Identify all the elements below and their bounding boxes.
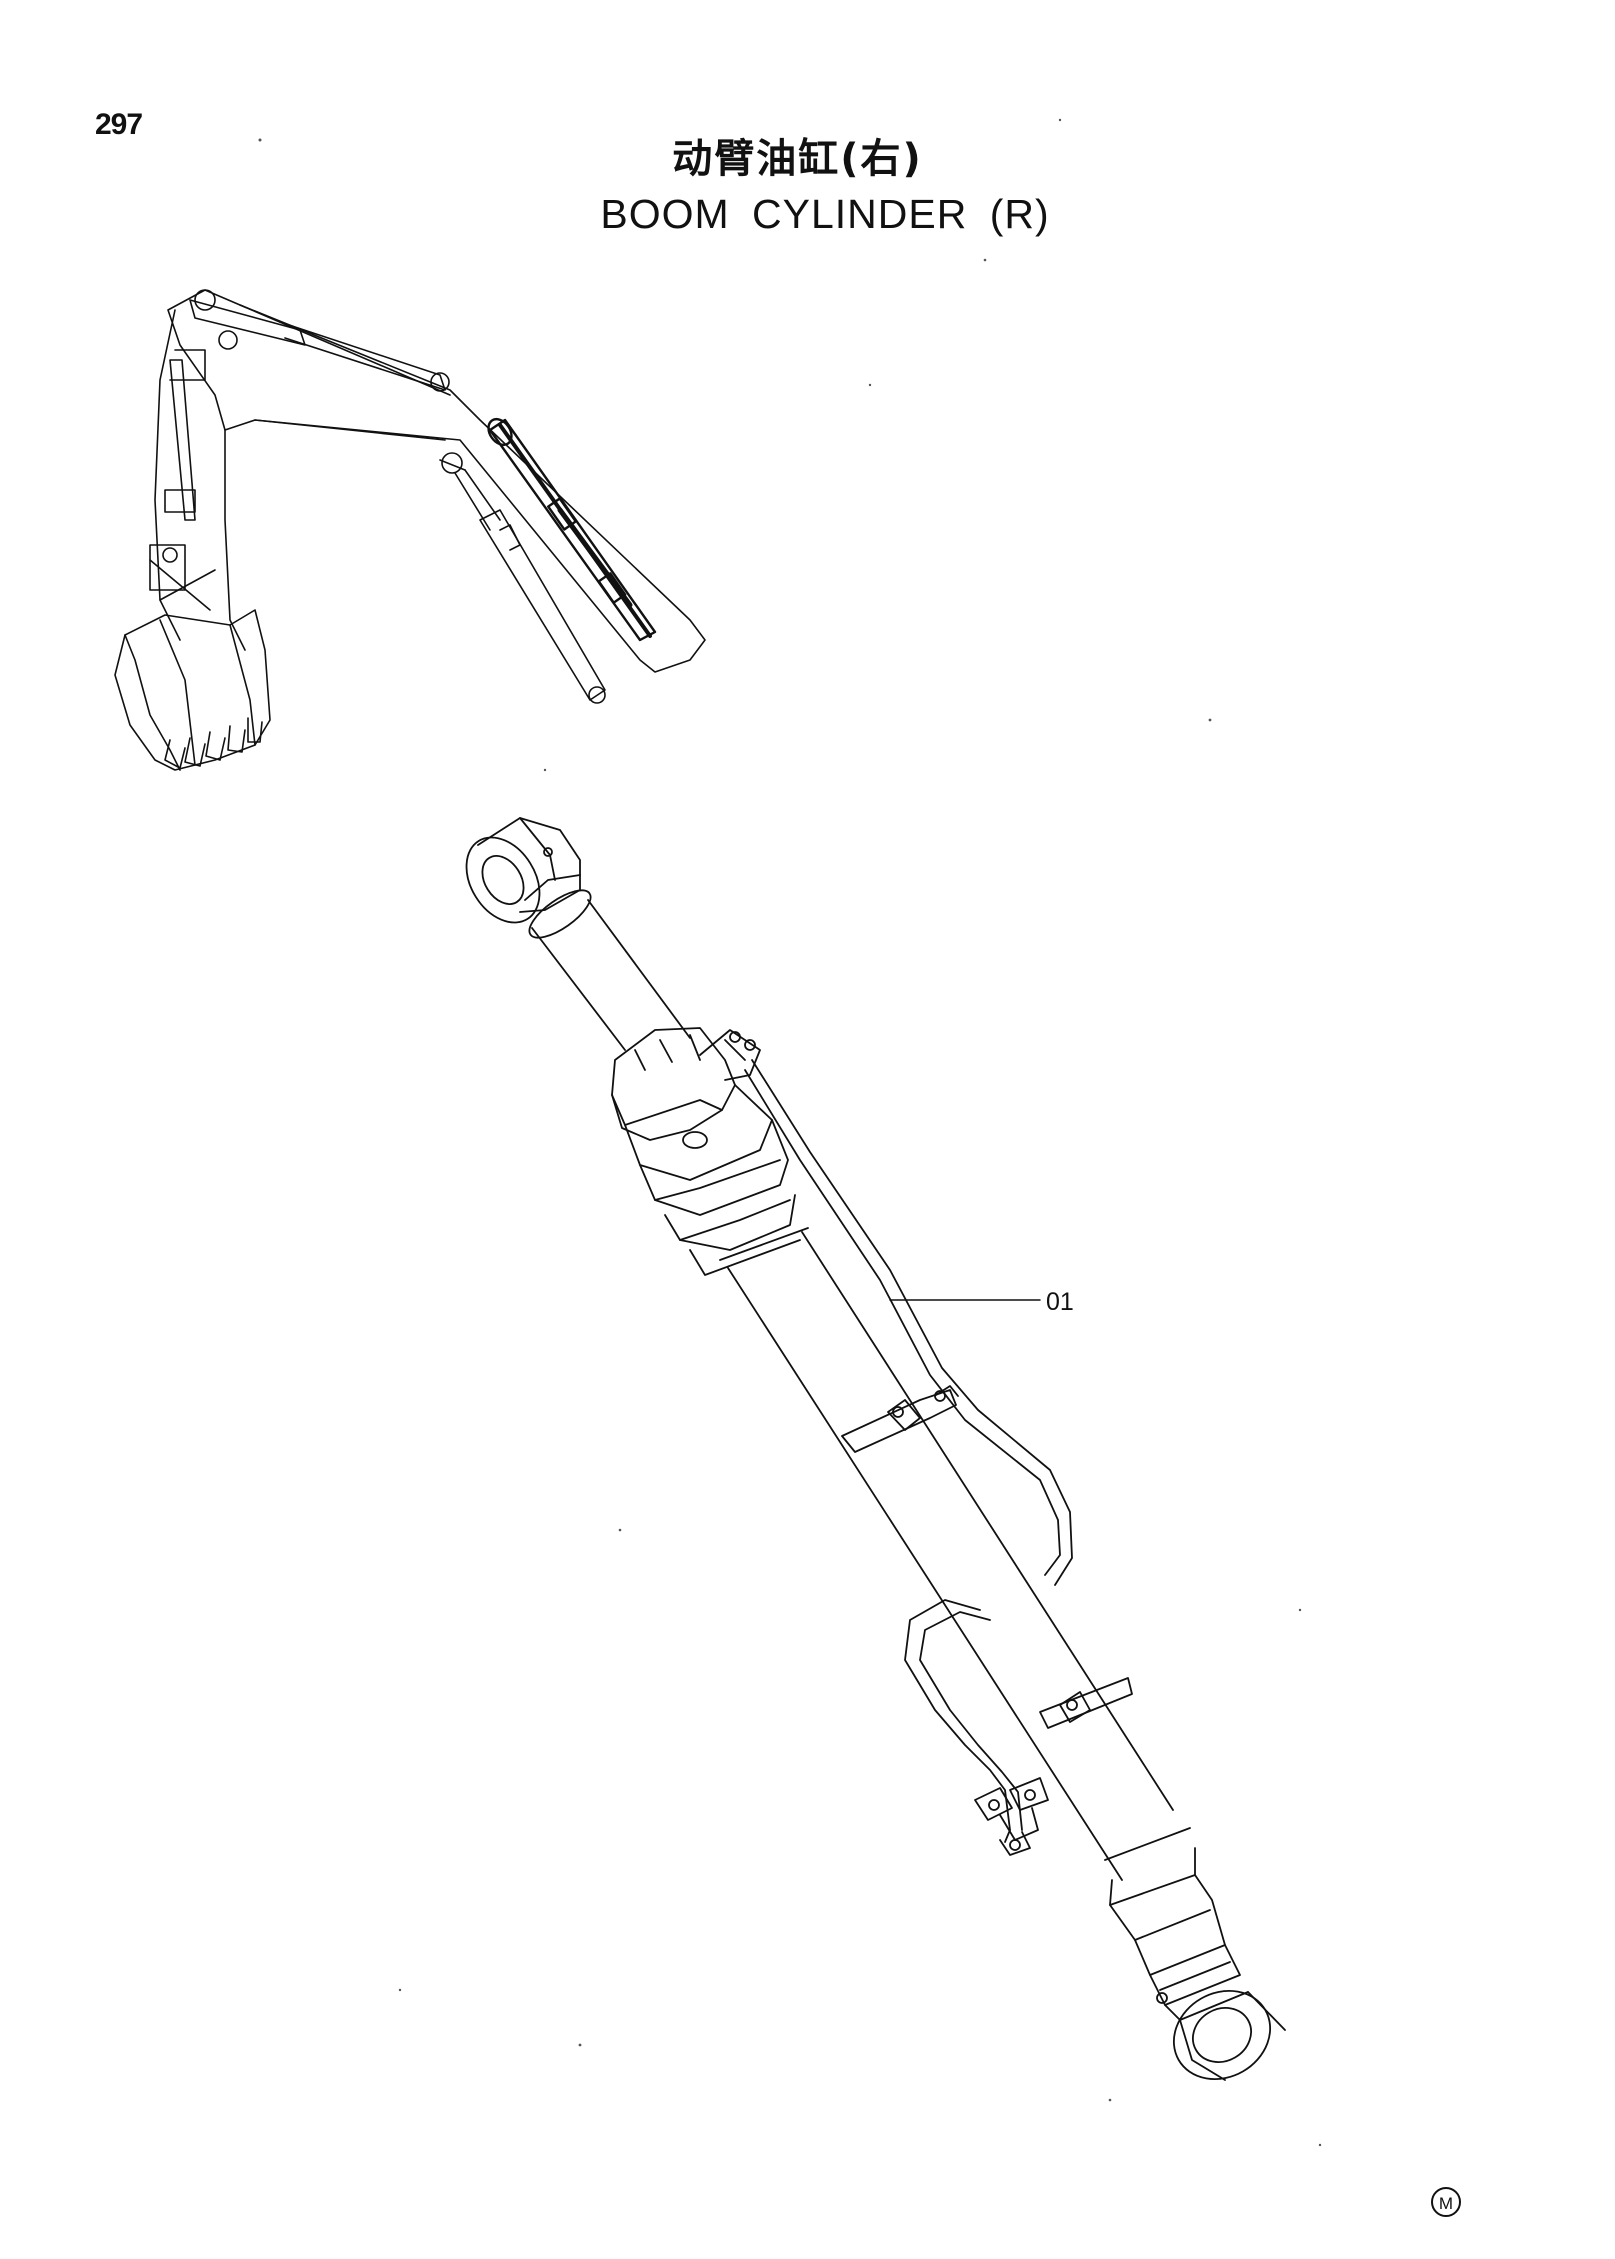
port-fittings xyxy=(974,1777,1049,1856)
title-english: BOOM CYLINDER (R) xyxy=(600,191,1050,237)
page-number: 297 xyxy=(95,108,143,141)
cylinder-tube xyxy=(719,1227,1174,1881)
excavator-overview-icon xyxy=(114,289,706,771)
scan-noise xyxy=(258,118,1322,2147)
hydraulic-pipe xyxy=(744,1059,1073,1843)
manufacturer-mark: M xyxy=(1431,2187,1461,2217)
cylinder-head xyxy=(611,1027,801,1276)
pipe-clamp-upper xyxy=(841,1385,959,1453)
title-chinese: 动臂油缸(右) xyxy=(672,136,923,182)
hydraulic-cylinder-drawing xyxy=(465,817,1286,2081)
page-title: 动臂油缸(右) BOOM CYLINDER (R) xyxy=(0,135,1615,239)
cylinder-bottom xyxy=(1104,1827,1286,2081)
callout-label-01: 01 xyxy=(1046,1288,1074,1316)
piston-rod xyxy=(528,889,691,1051)
pipe-clamp-lower xyxy=(1039,1677,1133,1729)
rod-eye xyxy=(465,817,581,924)
